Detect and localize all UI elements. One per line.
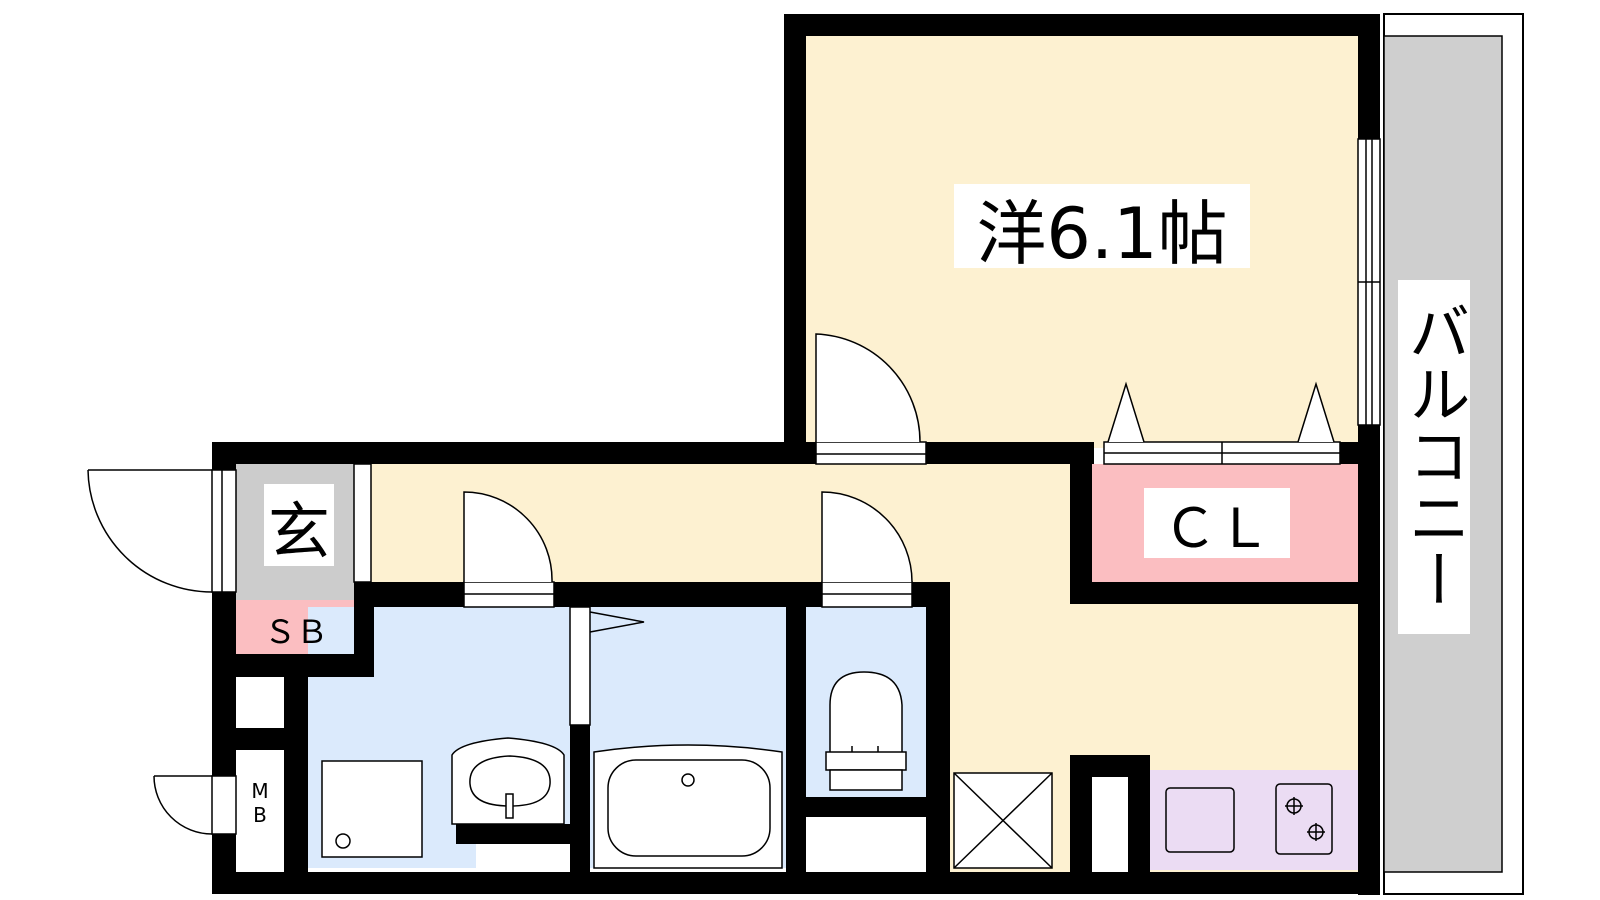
entrance-label: 玄 <box>268 495 330 568</box>
closet-doors <box>1103 381 1341 465</box>
western-room-label: 洋6.1帖 <box>976 193 1227 275</box>
storage-upper <box>236 677 284 728</box>
toilet-door <box>821 491 913 608</box>
shoe-box-label: ＳＢ <box>264 613 328 651</box>
balcony-window <box>1357 138 1381 426</box>
meter-box-label-b: B <box>253 803 267 827</box>
western-room-door <box>815 333 927 465</box>
stove-icon <box>1275 783 1333 855</box>
fridge-space <box>1092 777 1128 872</box>
balcony <box>1383 13 1524 895</box>
wash-basin <box>451 737 565 825</box>
storage-under-toilet <box>806 817 926 872</box>
washroom-door <box>463 491 555 608</box>
storage-under-basin <box>476 844 570 872</box>
meter-box <box>236 750 284 872</box>
toilet-fixture <box>825 671 907 791</box>
bathtub <box>593 744 783 869</box>
meter-box-door <box>153 775 237 835</box>
kitchen-sink <box>1165 787 1235 853</box>
front-door <box>87 469 237 593</box>
closet-label: ＣＬ <box>1163 497 1271 560</box>
bathroom-door <box>569 606 645 726</box>
balcony-label: バルコニー <box>1398 300 1471 610</box>
kitchen-floor <box>1150 770 1358 870</box>
washing-machine-pan <box>321 760 423 858</box>
meter-box-label-m: M <box>251 779 268 803</box>
pipe-shaft <box>953 772 1053 869</box>
entrance-step <box>353 463 372 583</box>
